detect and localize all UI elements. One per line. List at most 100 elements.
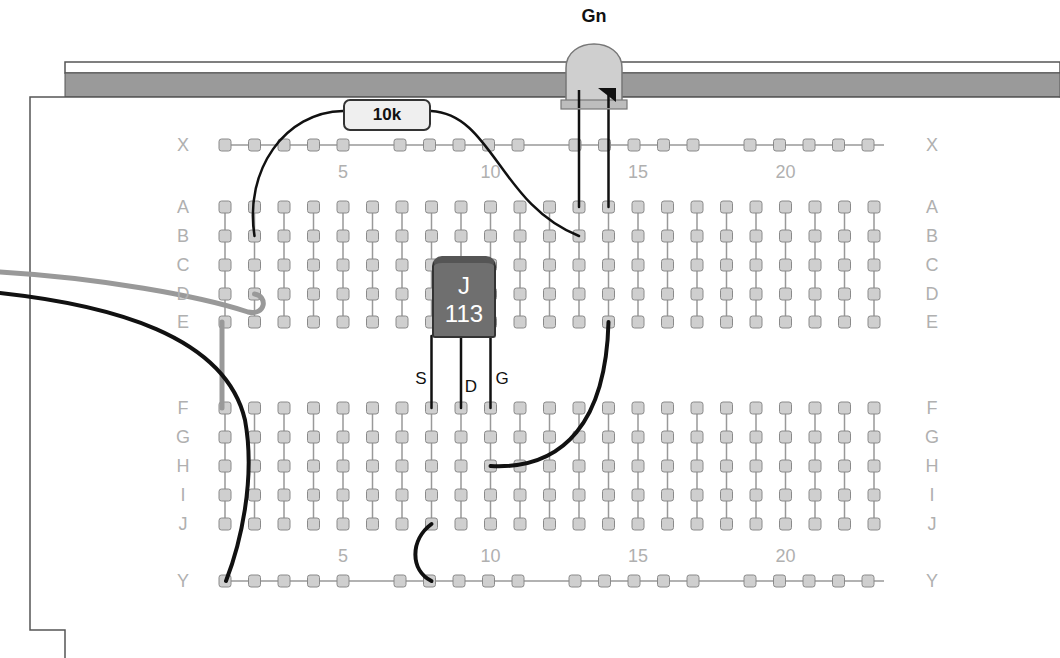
hole	[308, 288, 320, 300]
rail-hole	[658, 139, 670, 151]
hole	[573, 402, 585, 414]
hole	[721, 288, 733, 300]
hole	[544, 201, 556, 213]
hole	[603, 288, 615, 300]
hole	[249, 431, 261, 443]
hole	[632, 288, 644, 300]
hole	[780, 316, 792, 328]
hole	[573, 288, 585, 300]
hole	[337, 316, 349, 328]
column-number: 10	[480, 163, 500, 181]
hole	[367, 431, 379, 443]
rail-name: Y	[926, 572, 938, 590]
hole	[780, 259, 792, 271]
hole	[514, 201, 526, 213]
black-wire	[0, 293, 249, 581]
hole	[426, 460, 438, 472]
hole	[485, 431, 497, 443]
rail-name: X	[177, 136, 189, 154]
led-lead	[607, 100, 610, 207]
hole	[514, 316, 526, 328]
hole	[514, 402, 526, 414]
hole	[514, 259, 526, 271]
hole	[839, 259, 851, 271]
hole	[868, 402, 880, 414]
hole	[721, 230, 733, 242]
hole	[337, 230, 349, 242]
hole	[691, 230, 703, 242]
column-number: 5	[338, 547, 348, 565]
hole	[278, 460, 290, 472]
hole	[278, 431, 290, 443]
hole	[219, 259, 231, 271]
hole	[219, 288, 231, 300]
hole	[662, 316, 674, 328]
hole	[662, 431, 674, 443]
hole	[278, 489, 290, 501]
gray-wire	[0, 272, 263, 313]
rail-hole	[744, 575, 756, 587]
hole	[662, 201, 674, 213]
hole	[691, 402, 703, 414]
hole	[750, 259, 762, 271]
hole	[603, 230, 615, 242]
rail-hole	[628, 139, 640, 151]
hole	[632, 230, 644, 242]
hole	[308, 230, 320, 242]
hole	[750, 431, 762, 443]
hole	[278, 259, 290, 271]
hole	[367, 201, 379, 213]
hole	[544, 489, 556, 501]
gate-wire	[491, 322, 609, 466]
hole	[544, 402, 556, 414]
hole	[514, 431, 526, 443]
board-top-rail	[65, 73, 1060, 97]
hole	[750, 460, 762, 472]
rail-hole	[833, 139, 845, 151]
hole	[337, 402, 349, 414]
gate-pin	[489, 336, 492, 408]
hole	[603, 518, 615, 530]
rail-hole	[394, 575, 406, 587]
hole	[632, 489, 644, 501]
hole	[662, 460, 674, 472]
hole	[544, 259, 556, 271]
hole	[308, 316, 320, 328]
hole	[367, 489, 379, 501]
row-letter: J	[179, 515, 188, 533]
hole	[249, 259, 261, 271]
ground-jumper	[415, 524, 431, 581]
hole	[396, 230, 408, 242]
hole	[426, 201, 438, 213]
rail-hole	[337, 575, 349, 587]
hole	[337, 201, 349, 213]
row-letter: B	[926, 227, 938, 245]
rail-hole	[219, 139, 231, 151]
hole	[249, 489, 261, 501]
rail-name: Y	[177, 572, 189, 590]
hole	[868, 518, 880, 530]
hole	[337, 460, 349, 472]
transistor-package: J 113	[432, 256, 496, 338]
hole	[337, 518, 349, 530]
hole	[308, 201, 320, 213]
led-symbol: Gn	[556, 6, 632, 106]
led-cathode-mark	[598, 88, 616, 102]
hole	[839, 316, 851, 328]
hole	[367, 259, 379, 271]
hole	[337, 431, 349, 443]
hole	[780, 489, 792, 501]
column-number: 10	[480, 547, 500, 565]
hole	[603, 259, 615, 271]
hole	[455, 460, 467, 472]
hole	[839, 230, 851, 242]
hole	[367, 518, 379, 530]
row-letter: H	[926, 457, 939, 475]
hole	[868, 460, 880, 472]
hole	[455, 518, 467, 530]
hole	[603, 489, 615, 501]
hole	[868, 316, 880, 328]
part-label: Gn	[582, 6, 607, 27]
hole	[721, 402, 733, 414]
hole	[573, 460, 585, 472]
